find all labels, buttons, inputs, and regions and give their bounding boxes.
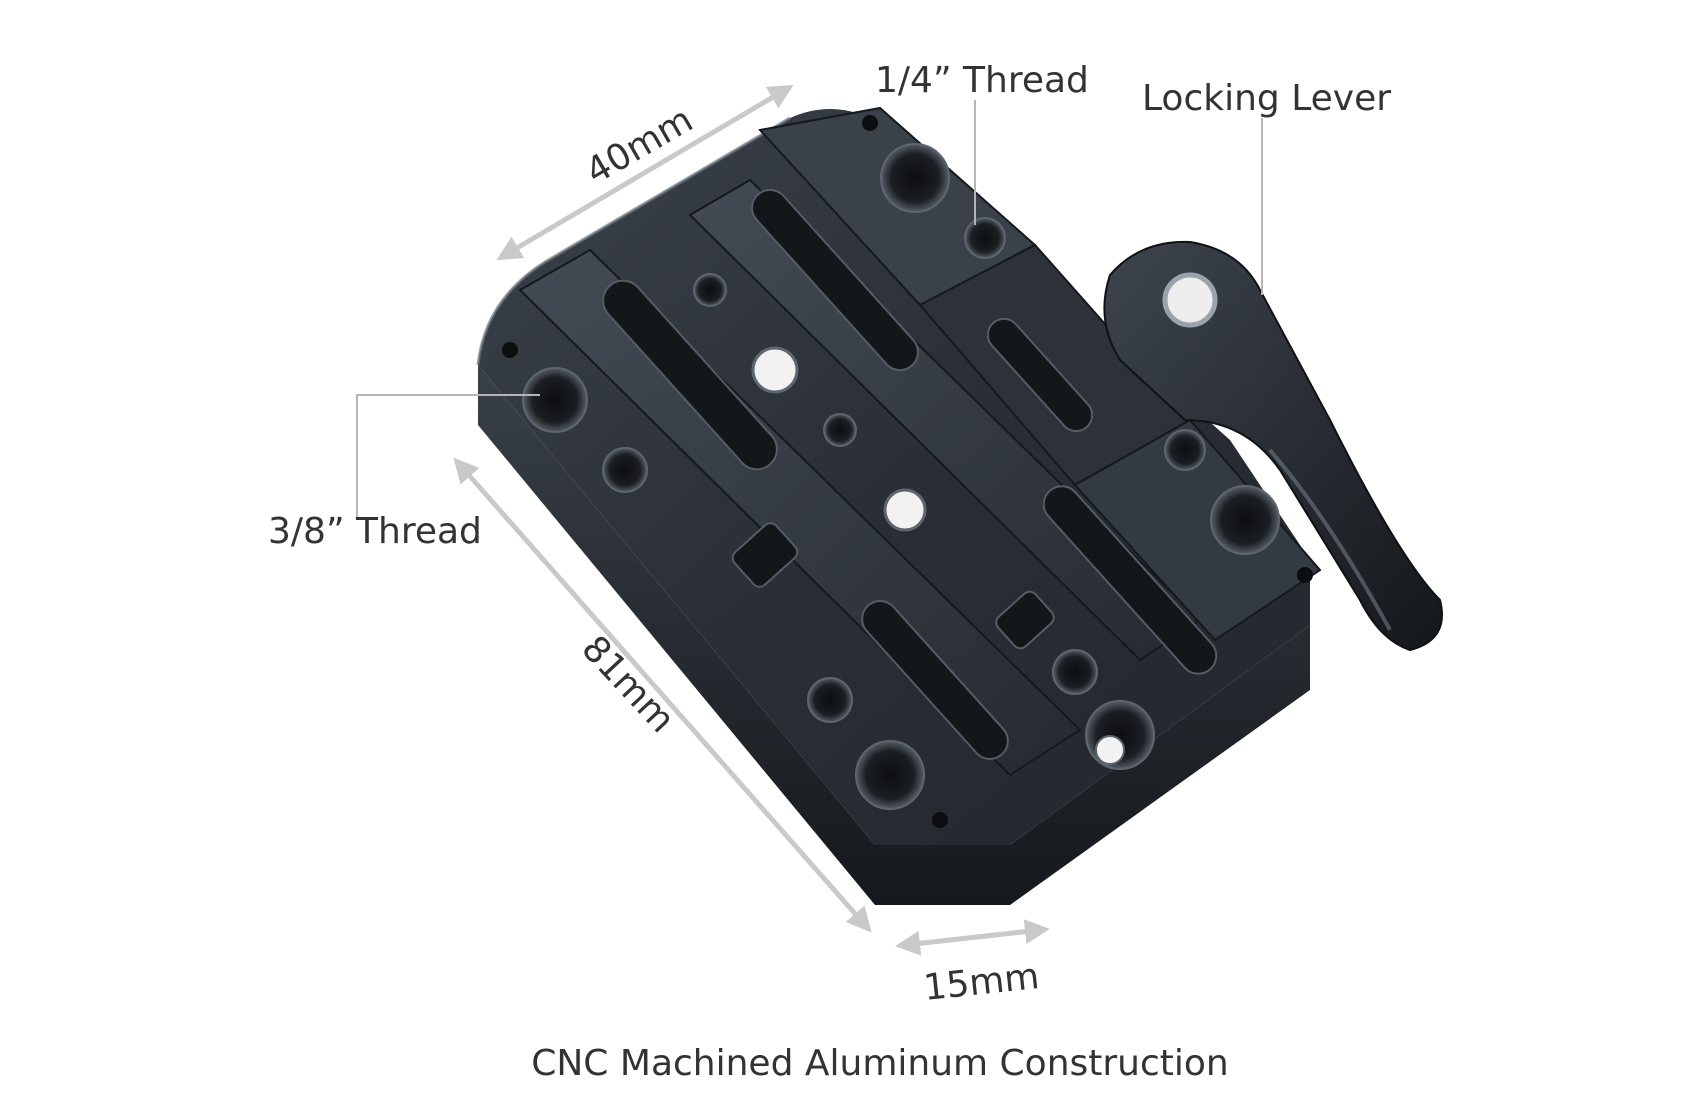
plate-top-face <box>478 109 1310 845</box>
quarter-thread-label: 1/4” Thread <box>875 60 1089 101</box>
threaded-hole-small <box>602 447 648 493</box>
threaded-hole-small <box>807 677 853 723</box>
leader-three-eighths-thread <box>356 394 540 520</box>
locking-lever-label: Locking Lever <box>1142 78 1391 119</box>
slot <box>1042 485 1218 675</box>
threaded-hole-small <box>1052 649 1098 695</box>
screw-dot <box>1297 567 1313 583</box>
screw-dot <box>862 115 878 131</box>
screw-dot <box>932 812 948 828</box>
arrow-length <box>453 457 872 933</box>
slot <box>986 317 1094 433</box>
plate-edge-highlight <box>476 116 791 366</box>
leader-lines <box>356 100 1263 520</box>
arrow-height <box>895 919 1050 956</box>
through-hole <box>1095 735 1125 765</box>
arrow-width <box>496 84 794 261</box>
threaded-hole-small <box>964 217 1006 259</box>
dimension-arrows <box>453 84 1050 956</box>
threaded-hole-large <box>880 143 950 213</box>
screw-dots <box>502 115 1313 828</box>
threaded-hole-large <box>1210 485 1280 555</box>
dim-height-label: 15mm <box>922 956 1042 1009</box>
caption: CNC Machined Aluminum Construction <box>531 1043 1229 1084</box>
lever-edge-highlight <box>1268 448 1392 631</box>
clamp-block-right <box>1073 418 1322 642</box>
threaded-hole-small <box>693 273 727 307</box>
slot <box>995 590 1055 650</box>
dim-width-label: 40mm <box>579 99 700 192</box>
threaded-hole-large <box>522 367 588 433</box>
lever-body <box>1103 240 1443 652</box>
quick-release-plate <box>476 106 1322 905</box>
threaded-hole-small <box>823 413 857 447</box>
screw-dot <box>502 342 518 358</box>
lever-pivot-hole <box>1162 272 1218 328</box>
through-hole <box>751 346 799 394</box>
three-eighths-thread-label: 3/8” Thread <box>268 511 482 552</box>
threaded-hole-small <box>1164 429 1206 471</box>
threaded-hole-large <box>855 740 925 810</box>
through-hole <box>883 488 927 532</box>
locking-lever <box>1103 240 1443 652</box>
